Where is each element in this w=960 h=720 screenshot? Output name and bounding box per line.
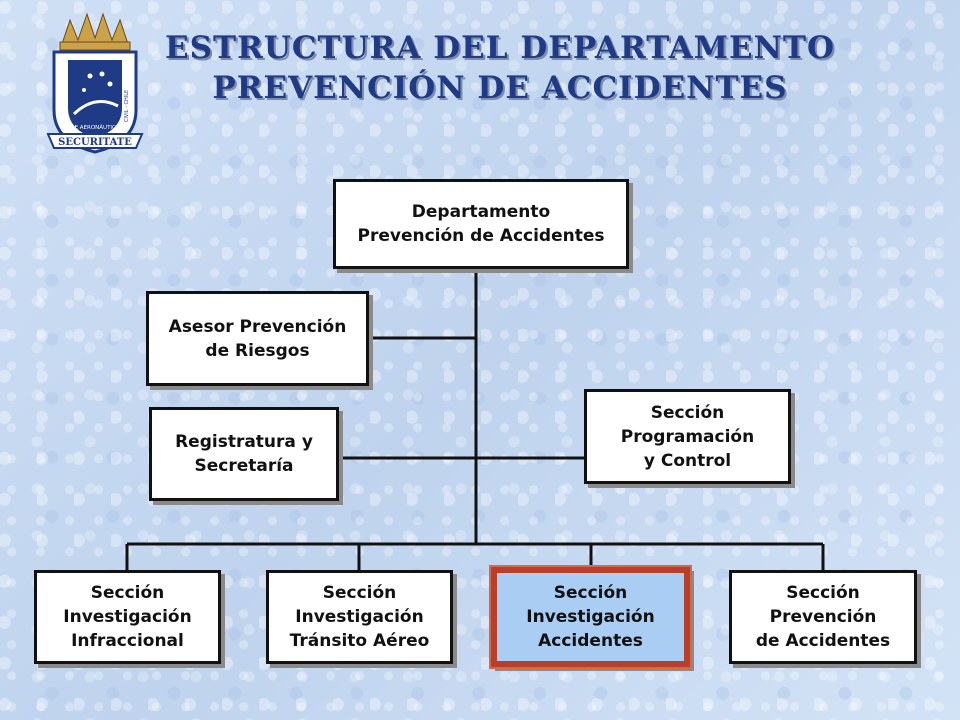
star-icon <box>82 71 113 92</box>
logo-top-text: DIRECCIÓN GENERAL <box>68 54 121 61</box>
advisor-label: Asesor Prevención de Riesgos <box>168 316 347 361</box>
title-line-2: PREVENCIÓN DE ACCIDENTES <box>212 70 788 106</box>
section-accidentes-box: Sección Investigación Accidentes <box>491 567 690 667</box>
section-infraccional-label: Sección Investigación Infraccional <box>63 583 192 651</box>
section-infraccional-box: Sección Investigación Infraccional <box>34 570 221 664</box>
section-prevencion-box: Sección Prevención de Accidentes <box>729 570 917 664</box>
registry-box: Registratura y Secretaría <box>149 407 339 501</box>
crown-icon <box>59 12 131 51</box>
ribbon <box>46 133 144 149</box>
section-accidentes-label: Sección Investigación Accidentes <box>526 583 655 651</box>
section-transito-label: Sección Investigación Tránsito Aéreo <box>289 583 430 651</box>
logo-ribbon-text: SECURITATE <box>58 137 132 148</box>
title-line-1: ESTRUCTURA DEL DEPARTAMENTO <box>165 30 835 66</box>
section-transito-box: Sección Investigación Tránsito Aéreo <box>266 570 453 664</box>
registry-label: Registratura y Secretaría <box>175 432 313 476</box>
department-box: Departamento Prevención de Accidentes <box>333 179 629 269</box>
department-label: Departamento Prevención de Accidentes <box>357 202 605 246</box>
section-prevencion-label: Sección Prevención de Accidentes <box>755 583 891 651</box>
programming-box: Sección Programación y Control <box>584 389 791 484</box>
programming-label: Sección Programación y Control <box>620 402 755 471</box>
advisor-box: Asesor Prevención de Riesgos <box>146 291 369 386</box>
logo-bottom-text: DE AERONÁUTICA <box>70 124 120 131</box>
page-title: ESTRUCTURA DEL DEPARTAMENTO PREVENCIÓN D… <box>130 28 870 108</box>
logo-side-text: CIVIL - CHILE <box>124 90 130 122</box>
dgac-logo: SECURITATE DIRECCIÓN GENERAL DE AERONÁUT… <box>46 12 144 154</box>
